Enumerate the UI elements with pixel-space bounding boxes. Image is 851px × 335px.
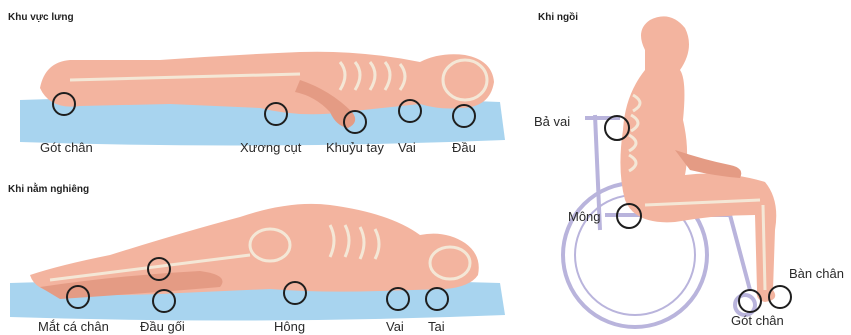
side-ear-marker [425, 287, 449, 311]
side-hip-label: Hông [274, 319, 305, 334]
supine-title: Khu vực lưng [8, 12, 74, 23]
supine-elbow-label: Khuỷu tay [326, 140, 384, 155]
seated-heel-label: Gót chân [731, 313, 784, 328]
seated-buttocks-marker [616, 203, 642, 229]
supine-figure-panel: Khu vực lưng Gót chân Xương cụt Khuỷu ta… [0, 0, 520, 165]
side-illustration [0, 175, 520, 335]
seated-heel-marker [738, 289, 762, 313]
seated-shoulder-blade-marker [604, 115, 630, 141]
side-knee-upper-marker [147, 257, 171, 281]
side-ankle-marker [66, 285, 90, 309]
seated-illustration [525, 0, 851, 335]
side-ear-label: Tai [428, 319, 445, 334]
supine-head-label: Đầu [452, 140, 476, 155]
seated-figure-panel: Khi ngồi Bả vai Mông Bàn chân Gót chân [525, 0, 851, 335]
supine-heel-label: Gót chân [40, 140, 93, 155]
supine-shoulder-label: Vai [398, 140, 416, 155]
supine-head-marker [452, 104, 476, 128]
supine-heel-marker [52, 92, 76, 116]
side-shoulder-marker [386, 287, 410, 311]
supine-shoulder-marker [398, 99, 422, 123]
seated-title: Khi ngồi [538, 12, 578, 23]
supine-elbow-marker [343, 110, 367, 134]
side-ankle-label: Mắt cá chân [38, 319, 109, 334]
side-hip-marker [283, 281, 307, 305]
seated-shoulder-blade-label: Bả vai [534, 114, 570, 129]
side-figure-panel: Khi nằm nghiêng Mắt cá chân Đầu gối Hông… [0, 175, 520, 335]
supine-tailbone-marker [264, 102, 288, 126]
seated-foot-label: Bàn chân [789, 266, 844, 281]
side-title: Khi nằm nghiêng [8, 184, 89, 195]
seated-foot-marker [768, 285, 792, 309]
side-knee-lower-marker [152, 289, 176, 313]
supine-tailbone-label: Xương cụt [240, 140, 301, 155]
side-knee-label: Đầu gối [140, 319, 185, 334]
seated-buttocks-label: Mông [568, 209, 601, 224]
side-shoulder-label: Vai [386, 319, 404, 334]
